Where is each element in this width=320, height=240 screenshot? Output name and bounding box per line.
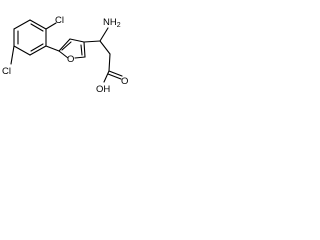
furan-ring [58, 38, 86, 59]
chemical-structure: Cl Cl O NH2 OH O [2, 15, 128, 95]
aryl-furan-bond [45, 45, 60, 52]
amine-subscript-label: 2 [117, 22, 121, 29]
ch2-cooh-bond [108, 53, 111, 72]
furan-oxygen-label: O [67, 54, 74, 65]
ch-nh2-bond [99, 27, 109, 42]
furan-inner-bond [61, 41, 72, 51]
benzene-inner-bond [30, 23, 44, 32]
chlorine-top-label: Cl [55, 15, 64, 26]
benzene-bond [13, 19, 31, 30]
furan-inner-bond [80, 44, 83, 56]
ch-ch2-bond [99, 40, 111, 55]
amine-label: NH2 [103, 17, 121, 29]
chlorine-left-label: Cl [2, 66, 11, 77]
benzene-bond [29, 45, 47, 56]
carbonyl-oxygen-label: O [121, 76, 128, 87]
c-cl-bond-top [45, 22, 57, 30]
benzene-bond [13, 45, 31, 56]
furan-ch-bond [83, 40, 101, 43]
benzene-inner-bond [30, 43, 44, 52]
benzene-bond [29, 19, 47, 30]
furan-bond [58, 38, 71, 52]
c-cl-bond-left [10, 45, 15, 65]
furan-bond [58, 50, 69, 59]
furan-bond [74, 56, 86, 59]
amine-nh-label: NH [103, 17, 117, 28]
furan-bond [69, 38, 85, 43]
c-oh-bond [103, 70, 110, 83]
benzene-ring [13, 19, 47, 56]
furan-bond [83, 41, 86, 58]
c-o-double-bond [108, 70, 123, 77]
c-o-double-bond [107, 73, 122, 80]
hydroxyl-label: OH [96, 84, 110, 95]
